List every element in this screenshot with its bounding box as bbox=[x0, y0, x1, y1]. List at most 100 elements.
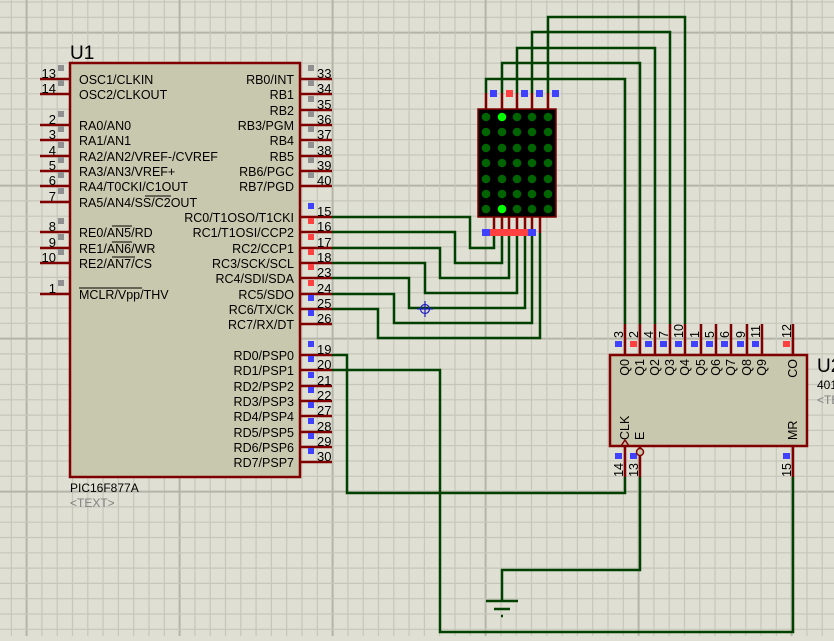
wire[interactable] bbox=[332, 230, 504, 265]
pin-state-indicator bbox=[58, 172, 64, 178]
u2-pin-5[interactable]: 5 bbox=[703, 324, 718, 355]
pin-state-indicator bbox=[308, 172, 314, 178]
pin-state-indicator bbox=[58, 111, 64, 117]
wire[interactable] bbox=[332, 233, 542, 340]
wire[interactable] bbox=[484, 77, 627, 324]
led-off bbox=[512, 204, 522, 214]
pin-number: 14 bbox=[42, 81, 56, 96]
u2-pin-3[interactable]: 3 bbox=[612, 324, 627, 355]
led-matrix[interactable] bbox=[477, 90, 559, 236]
pin-number: 15 bbox=[317, 204, 331, 219]
pin-state-indicator bbox=[615, 453, 622, 459]
u2-pin-12[interactable]: 12 bbox=[780, 324, 795, 355]
pin-label: RD1/PSP1 bbox=[234, 364, 294, 378]
u1-pin-33[interactable]: 33 RB0/INT bbox=[246, 65, 332, 87]
u1-reference: U1 bbox=[70, 43, 94, 64]
u2-pin-2[interactable]: 2 bbox=[627, 324, 642, 355]
wire[interactable] bbox=[500, 477, 642, 601]
pin-number: 18 bbox=[317, 250, 331, 265]
led-off bbox=[543, 143, 553, 153]
wire[interactable] bbox=[500, 61, 642, 324]
pin-state-indicator bbox=[308, 402, 314, 408]
pin-state-indicator bbox=[528, 229, 536, 236]
wire[interactable] bbox=[546, 15, 687, 324]
pin-state-indicator bbox=[552, 90, 559, 97]
wire[interactable] bbox=[515, 46, 657, 324]
pin-state-indicator bbox=[308, 448, 314, 454]
led-on bbox=[497, 204, 507, 214]
u2-pin-9[interactable]: 9 bbox=[734, 324, 749, 355]
pin-label: RB0/INT bbox=[246, 73, 294, 87]
wire[interactable] bbox=[332, 233, 534, 325]
pin-state-indicator bbox=[783, 453, 790, 459]
ground-symbol[interactable] bbox=[486, 599, 518, 618]
pin-label: RB7/PGD bbox=[239, 180, 294, 194]
led-off bbox=[543, 204, 553, 214]
wire[interactable] bbox=[332, 353, 627, 495]
u2-pin-4[interactable]: 4 bbox=[642, 324, 657, 355]
pin-label: Q1 bbox=[633, 359, 647, 376]
u2-pin-10[interactable]: 10 bbox=[672, 324, 687, 355]
wire[interactable] bbox=[332, 233, 527, 310]
u1-body[interactable] bbox=[68, 61, 302, 479]
u2-pin-6[interactable]: 6 bbox=[718, 324, 733, 355]
led-off bbox=[497, 127, 507, 137]
u2-pin-11[interactable]: 11 bbox=[749, 324, 764, 355]
wire[interactable] bbox=[530, 30, 672, 324]
wire[interactable] bbox=[332, 215, 496, 250]
pin-number: 33 bbox=[317, 66, 331, 81]
u2-body[interactable] bbox=[608, 353, 809, 448]
wire[interactable] bbox=[332, 368, 795, 634]
wire[interactable] bbox=[332, 233, 511, 280]
pin-number: 4 bbox=[49, 143, 56, 158]
pin-label: RC1/T1OSI/CCP2 bbox=[193, 226, 294, 240]
u2-pin-7[interactable]: 7 bbox=[657, 324, 672, 355]
wire[interactable] bbox=[332, 233, 519, 295]
led-off bbox=[481, 158, 491, 168]
u2-pin-1[interactable]: 1 bbox=[688, 324, 703, 355]
pin-state-indicator bbox=[308, 433, 314, 439]
pin-label: RC4/SDI/SDA bbox=[216, 272, 295, 286]
